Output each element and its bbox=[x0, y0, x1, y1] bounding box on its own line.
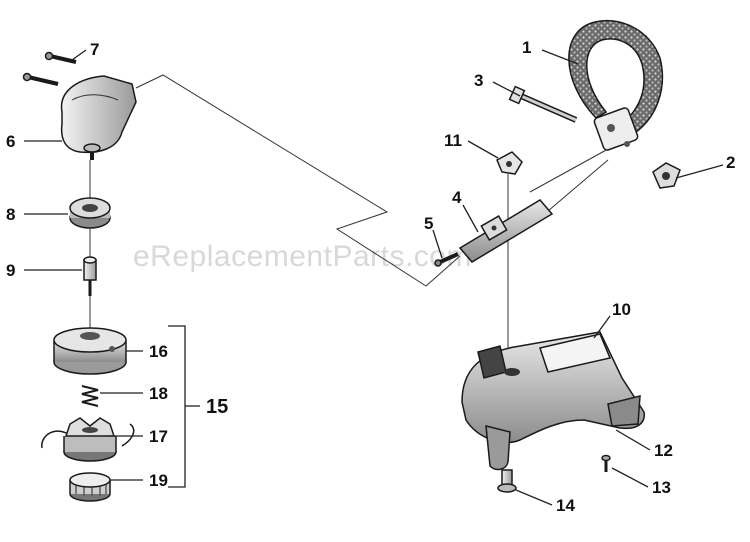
small-screw-part bbox=[434, 252, 459, 267]
spacer-part bbox=[83, 256, 97, 296]
assembly-bracket bbox=[168, 325, 186, 488]
callout-7: 7 bbox=[90, 40, 99, 59]
clip-part bbox=[496, 151, 523, 372]
callout-2: 2 bbox=[726, 153, 735, 172]
guard-bolt-part bbox=[497, 469, 517, 493]
top-screws-part bbox=[22, 51, 77, 86]
gear-housing-part bbox=[60, 75, 137, 160]
bearing-part bbox=[69, 197, 111, 229]
bump-knob-part bbox=[69, 472, 111, 502]
upper-shaft-line bbox=[529, 148, 609, 193]
callout-15: 15 bbox=[206, 396, 228, 418]
shaft-outline bbox=[135, 74, 461, 287]
callout-5: 5 bbox=[424, 214, 433, 233]
long-bolt-part bbox=[508, 85, 578, 123]
callout-12: 12 bbox=[654, 441, 673, 460]
callout-11: 11 bbox=[444, 131, 462, 150]
callout-19: 19 bbox=[149, 471, 168, 490]
callout-10: 10 bbox=[612, 300, 631, 319]
guard-screw-part bbox=[601, 454, 611, 472]
callout-13: 13 bbox=[652, 478, 671, 497]
callout-16: 16 bbox=[149, 342, 168, 361]
callout-4: 4 bbox=[452, 188, 462, 207]
leader-lines bbox=[24, 49, 724, 506]
spool-part bbox=[41, 417, 135, 462]
loop-handle-part bbox=[568, 20, 664, 151]
spring-part bbox=[81, 385, 99, 407]
callout-18: 18 bbox=[149, 384, 168, 403]
callout-9: 9 bbox=[6, 261, 15, 280]
callout-14: 14 bbox=[556, 496, 575, 515]
watermark-text: eReplacementParts.com bbox=[133, 240, 472, 273]
callout-17: 17 bbox=[149, 427, 168, 446]
wing-nut-part bbox=[652, 162, 681, 189]
callout-3: 3 bbox=[474, 71, 483, 90]
shaft-bracket-part bbox=[458, 199, 554, 263]
callout-8: 8 bbox=[6, 205, 15, 224]
spool-housing-part bbox=[53, 327, 127, 375]
callout-6: 6 bbox=[6, 132, 15, 151]
callout-1: 1 bbox=[522, 38, 531, 57]
guard-part bbox=[461, 331, 645, 471]
upper-shaft-line-2 bbox=[547, 159, 609, 212]
